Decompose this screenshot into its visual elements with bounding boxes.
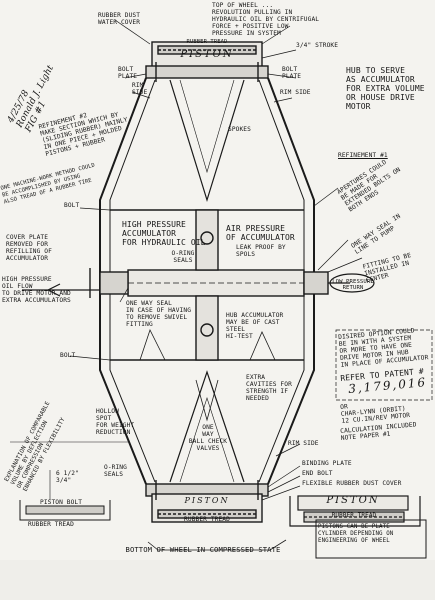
label-extra-cavities: Extra cavities for strength if needed [246, 374, 292, 402]
leader-end-bolt [267, 475, 301, 493]
high-pressure-arrow [46, 283, 61, 297]
label-rubber-tread-bottom: Rubber tread [184, 516, 230, 523]
leader-flexible-dust [261, 485, 301, 501]
label-leak-proof: Leak proof by spols [236, 244, 286, 258]
label-spokes: Spokes [228, 126, 251, 133]
spokes [169, 79, 245, 483]
label-o-ring-seals: O-ring seals [171, 250, 195, 264]
left-cavity [139, 328, 166, 361]
top-piston-assembly [145, 41, 269, 82]
label-piston-right: Piston [326, 495, 380, 506]
leader-bottom-of-wheel [147, 539, 287, 551]
spoke-bottom [169, 370, 245, 483]
label-pistons-can-be: Pistons can be plate cylinder depending … [318, 524, 394, 544]
bottom-piston-assembly [145, 480, 269, 523]
label-flexible-dust: Flexible rubber dust cover [302, 480, 402, 487]
label-bolt-plate-left: Bolt plate [118, 66, 138, 80]
lower-hub-column [195, 295, 219, 361]
label-refinement-1: Refinement #1 [338, 152, 388, 159]
hydraulic-lines [22, 257, 375, 297]
leader-bolt-plate-right [267, 73, 297, 79]
small-housing [19, 500, 111, 521]
left-hub-cover [99, 271, 129, 295]
leader-rim-side-lower [275, 443, 301, 457]
leader-rim-right [273, 97, 293, 103]
label-high-pressure-in: High pressure oil flow to drive motor an… [2, 276, 71, 304]
label-end-bolt: End bolt [302, 470, 333, 477]
hub-accumulator [89, 209, 329, 422]
spoke-top [169, 79, 245, 203]
piston-detail-right [289, 495, 421, 527]
label-o-ring-seals-low: O-ring seals [104, 464, 127, 478]
label-hub-accumulator: Hub accumulator may be of cast steel hi-… [226, 312, 284, 340]
label-bottom-of-wheel: Bottom of wheel in compressed state [125, 545, 281, 554]
detail-housing [289, 496, 421, 527]
label-binding-plate: Binding plate [302, 460, 352, 467]
note-box-pistons [315, 519, 427, 559]
piston-detail-left [10, 441, 130, 521]
fitting-leader [327, 257, 363, 273]
leader-stroke [261, 49, 297, 59]
leader-top-wheel [261, 25, 291, 45]
label-dimension: 6 1/2" 3/4" [56, 470, 79, 484]
label-one-way-ball: One way ball check valves [188, 424, 228, 452]
label-air-pressure: Air pressure of accumulator [226, 224, 295, 242]
label-rim-side-lower: Rim side [288, 440, 319, 447]
low-pressure-return-bubble [329, 273, 375, 293]
label-rubber-tread-right: Rubber tread [331, 512, 377, 519]
leader-lines [69, 19, 349, 501]
label-rim-side-left: Rim side [132, 82, 148, 96]
label-top-of-wheel: Top of wheel ... revolution pulling in h… [212, 2, 320, 37]
label-cover-plate: Cover plate removed for refilling of acc… [6, 234, 52, 262]
label-hub-to-serve: Hub to serve as accumulator for extra vo… [346, 66, 425, 111]
label-rubber-tread-small: Rubber tread [28, 521, 74, 528]
small-piston [25, 505, 105, 515]
ball-check-valve [195, 379, 219, 422]
detail-piston [297, 495, 409, 511]
spoke-top-inner [179, 79, 235, 174]
label-piston-small: Piston bolt [40, 499, 83, 506]
leader-rim-left [131, 91, 151, 99]
upper-hub-column [195, 209, 219, 271]
leader-bolt [79, 207, 111, 211]
label-piston-top: Piston [180, 49, 234, 60]
paper-bottom-margin [0, 560, 435, 600]
label-rubber-dust-cover: Rubber Dust water cover [98, 12, 141, 26]
label-hollow-spot: Hollow spot for weight reduction [96, 408, 135, 436]
label-one-way-seal-check: One way seal in case of having to remove… [126, 300, 192, 328]
label-bolt-plate-right: Bolt plate [282, 66, 302, 80]
label-hp-accumulator: High pressure accumulator for hydraulic … [122, 220, 206, 247]
leader-refinement-1 [313, 187, 339, 207]
spoke-bottom-inner [179, 397, 235, 483]
label-low-pressure-return: Low pressure return [332, 279, 374, 291]
leader-dust-cover [114, 19, 151, 45]
leader-bolt-lower [69, 355, 111, 361]
leader-one-way-pump [317, 239, 349, 271]
label-bolt-lower: Bolt [60, 352, 76, 359]
label-bolt: Bolt [64, 202, 80, 209]
label-rim-side-right: Rim side [280, 89, 311, 96]
label-stroke: 3/4" Stroke [296, 42, 339, 49]
lower-o-ring [200, 323, 214, 337]
note-box-option [335, 329, 433, 401]
label-piston-bottom: Piston [184, 496, 230, 505]
leader-binding-plate [267, 465, 301, 488]
right-hub-fitting [303, 271, 329, 295]
top-binding-plate [145, 65, 269, 79]
upper-o-ring [200, 231, 214, 245]
label-rubber-tread-top: Rubber Tread [186, 39, 228, 45]
leader-bolt-plate-left [124, 73, 147, 79]
leader-one-way-seal [119, 287, 129, 303]
right-cavity [249, 331, 276, 361]
